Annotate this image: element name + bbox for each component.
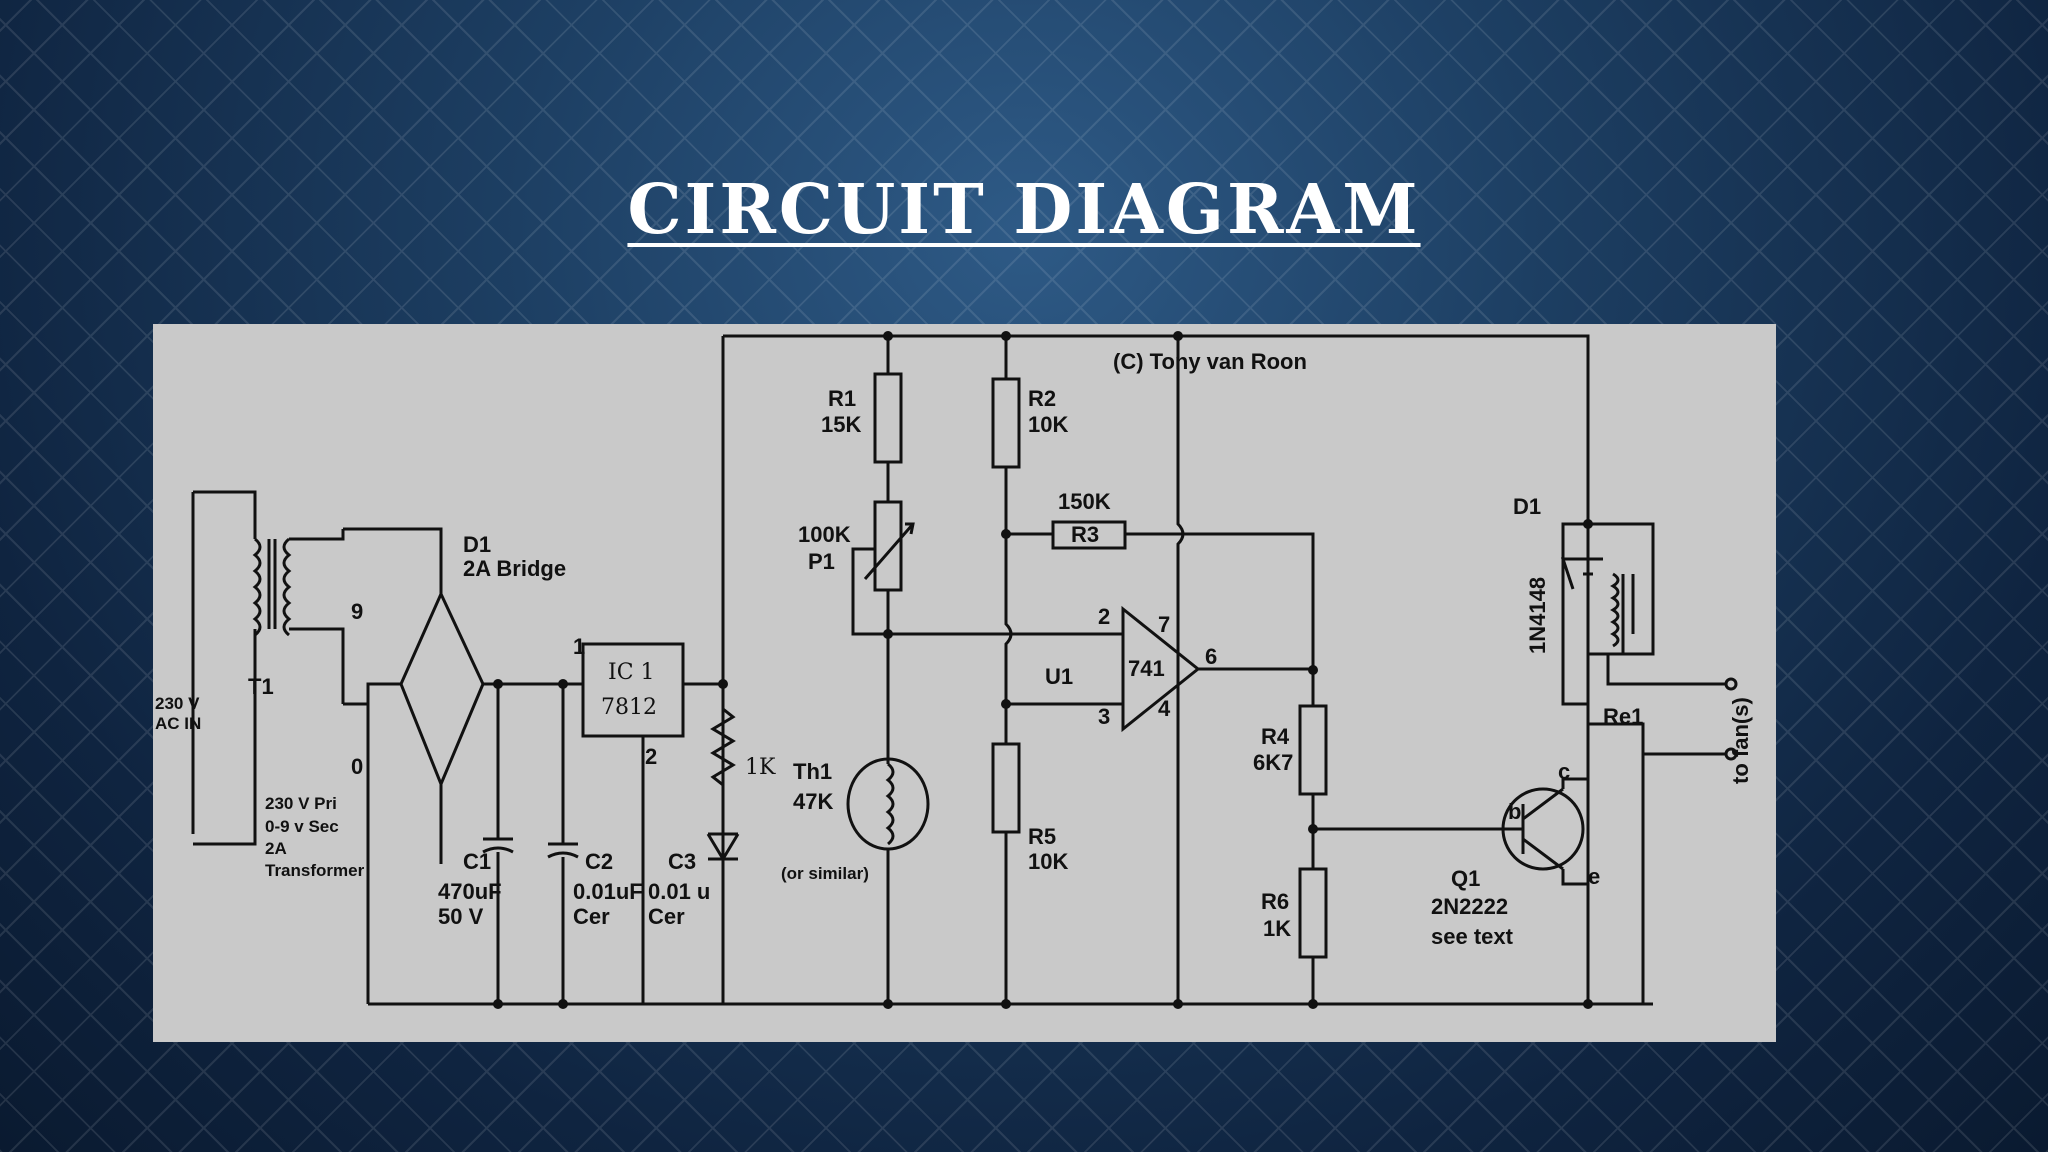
- c3-value: 0.01 u: [648, 879, 710, 904]
- c3-type: Cer: [648, 904, 685, 929]
- p1-label: P1: [808, 549, 835, 574]
- c1-value: 470uF: [438, 879, 502, 904]
- opamp-label: 741: [1128, 656, 1165, 681]
- sec0-label: 0: [351, 754, 363, 779]
- r5-label: R5: [1028, 824, 1056, 849]
- r6-value: 1K: [1263, 916, 1291, 941]
- opamp-pin7: 7: [1158, 612, 1170, 637]
- r4-value: 6K7: [1253, 750, 1293, 775]
- r3-label: R3: [1071, 522, 1099, 547]
- r5-value: 10K: [1028, 849, 1068, 874]
- ic1-label-1: IC 1: [608, 660, 655, 685]
- r-1k-label: 1K: [745, 755, 776, 780]
- sec9-label: 9: [351, 599, 363, 624]
- q1-note: see text: [1431, 924, 1514, 949]
- ic1-label-2: 7812: [601, 695, 657, 720]
- ac-in-label-2: AC IN: [155, 714, 201, 733]
- q1-emitter: e: [1588, 864, 1600, 889]
- ic1-pin2: 2: [645, 744, 657, 769]
- r2-label: R2: [1028, 386, 1056, 411]
- u1-label: U1: [1045, 664, 1073, 689]
- r4-label: R4: [1261, 724, 1290, 749]
- t1-label: T1: [248, 674, 274, 699]
- opamp-pin4: 4: [1158, 696, 1171, 721]
- c1-label: C1: [463, 849, 491, 874]
- copyright-label: (C) Tony van Roon: [1113, 349, 1307, 374]
- th1-note: (or similar): [781, 864, 869, 883]
- ic1-pin1: 1: [573, 634, 585, 659]
- ac-in-label-1: 230 V: [155, 694, 200, 713]
- p1-value: 100K: [798, 522, 851, 547]
- slide-title: CIRCUIT DIAGRAM: [627, 170, 1421, 250]
- c2-type: Cer: [573, 904, 610, 929]
- transformer-spec-3: 2A: [265, 839, 287, 858]
- q1-base: b: [1508, 799, 1521, 824]
- transformer-spec-4: Transformer: [265, 861, 365, 880]
- d1-diode-label: D1: [1513, 494, 1541, 519]
- r1-label: R1: [828, 386, 856, 411]
- c3-label: C3: [668, 849, 696, 874]
- transformer-spec-1: 230 V Pri: [265, 794, 337, 813]
- r3-value: 150K: [1058, 489, 1111, 514]
- r2-value: 10K: [1028, 412, 1068, 437]
- to-fans-label: to fan(s): [1728, 697, 1753, 784]
- re1-label: Re1: [1603, 704, 1643, 729]
- bridge-label-2: 2A Bridge: [463, 556, 566, 581]
- transformer-spec-2: 0-9 v Sec: [265, 817, 339, 836]
- r6-label: R6: [1261, 889, 1289, 914]
- d1-part-label: 1N4148: [1525, 577, 1550, 654]
- opamp-pin6: 6: [1205, 644, 1217, 669]
- bridge-label-1: D1: [463, 532, 491, 557]
- opamp-pin2: 2: [1098, 604, 1110, 629]
- th1-label: Th1: [793, 759, 832, 784]
- opamp-pin3: 3: [1098, 704, 1110, 729]
- r1-value: 15K: [821, 412, 861, 437]
- c2-value: 0.01uF: [573, 879, 643, 904]
- c2-label: C2: [585, 849, 613, 874]
- circuit-schematic: (C) Tony van Roon 230 V AC IN T1 9 0 230…: [155, 331, 1753, 1009]
- circuit-diagram: (C) Tony van Roon 230 V AC IN T1 9 0 230…: [153, 324, 1776, 1042]
- c1-voltage: 50 V: [438, 904, 484, 929]
- q1-part: 2N2222: [1431, 894, 1508, 919]
- q1-collector: c: [1558, 759, 1570, 784]
- th1-value: 47K: [793, 789, 833, 814]
- q1-label: Q1: [1451, 866, 1480, 891]
